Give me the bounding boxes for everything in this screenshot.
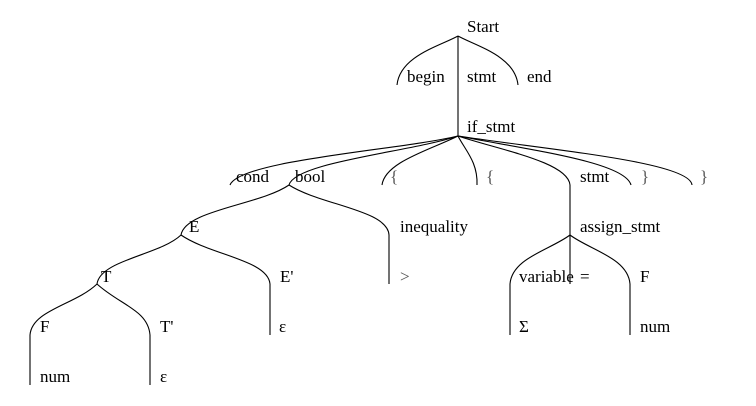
node-T: T: [101, 267, 112, 286]
node-lbrace-1: {: [390, 167, 398, 186]
edge-E-Eprime: [180, 234, 271, 285]
edge-T-Tprime: [96, 283, 151, 336]
node-F-left: F: [40, 317, 49, 336]
edge-T-F: [29, 283, 98, 336]
node-assign-stmt: assign_stmt: [580, 217, 661, 236]
edge-start-begin: [396, 35, 459, 86]
node-lbrace-2: {: [486, 167, 494, 186]
node-rbrace-1: }: [641, 167, 649, 186]
node-end: end: [527, 67, 552, 86]
edge-ifstmt-bool: [288, 135, 459, 186]
edge-ifstmt-lbrace1: [381, 135, 459, 186]
node-T-prime: T': [160, 317, 173, 336]
edge-bool-E: [180, 184, 290, 236]
node-num-right: num: [640, 317, 670, 336]
node-variable: variable: [519, 267, 574, 286]
node-E: E: [189, 217, 199, 236]
node-stmt-top: stmt: [467, 67, 497, 86]
node-if-stmt: if_stmt: [467, 117, 515, 136]
edge-ifstmt-rbrace1: [457, 135, 632, 186]
node-cond: cond: [236, 167, 270, 186]
node-inequality: inequality: [400, 217, 468, 236]
edge-ifstmt-cond: [229, 135, 459, 186]
edge-E-T: [96, 234, 182, 285]
node-num-left: num: [40, 367, 70, 386]
node-sigma: Σ: [519, 317, 529, 336]
edge-assign-variable: [509, 234, 571, 285]
edge-ifstmt-rbrace2: [457, 135, 693, 186]
node-rbrace-2: }: [700, 167, 708, 186]
node-start: Start: [467, 17, 499, 36]
node-stmt-mid: stmt: [580, 167, 610, 186]
node-gt: >: [400, 267, 410, 286]
node-E-prime: E': [280, 267, 293, 286]
node-eq: =: [580, 267, 590, 286]
node-F-right: F: [640, 267, 649, 286]
edge-ifstmt-lbrace2: [457, 135, 478, 186]
tree-labels: Start begin stmt end if_stmt cond bool {…: [40, 17, 708, 386]
node-bool: bool: [295, 167, 326, 186]
node-begin: begin: [407, 67, 445, 86]
node-eps-E: ε: [279, 317, 286, 336]
node-eps-T: ε: [160, 367, 167, 386]
tree-edges: [29, 35, 693, 385]
edge-assign-F: [569, 234, 631, 285]
edge-start-end: [457, 35, 519, 86]
edge-bool-inequality: [288, 184, 390, 236]
edge-ifstmt-stmt: [457, 135, 571, 186]
